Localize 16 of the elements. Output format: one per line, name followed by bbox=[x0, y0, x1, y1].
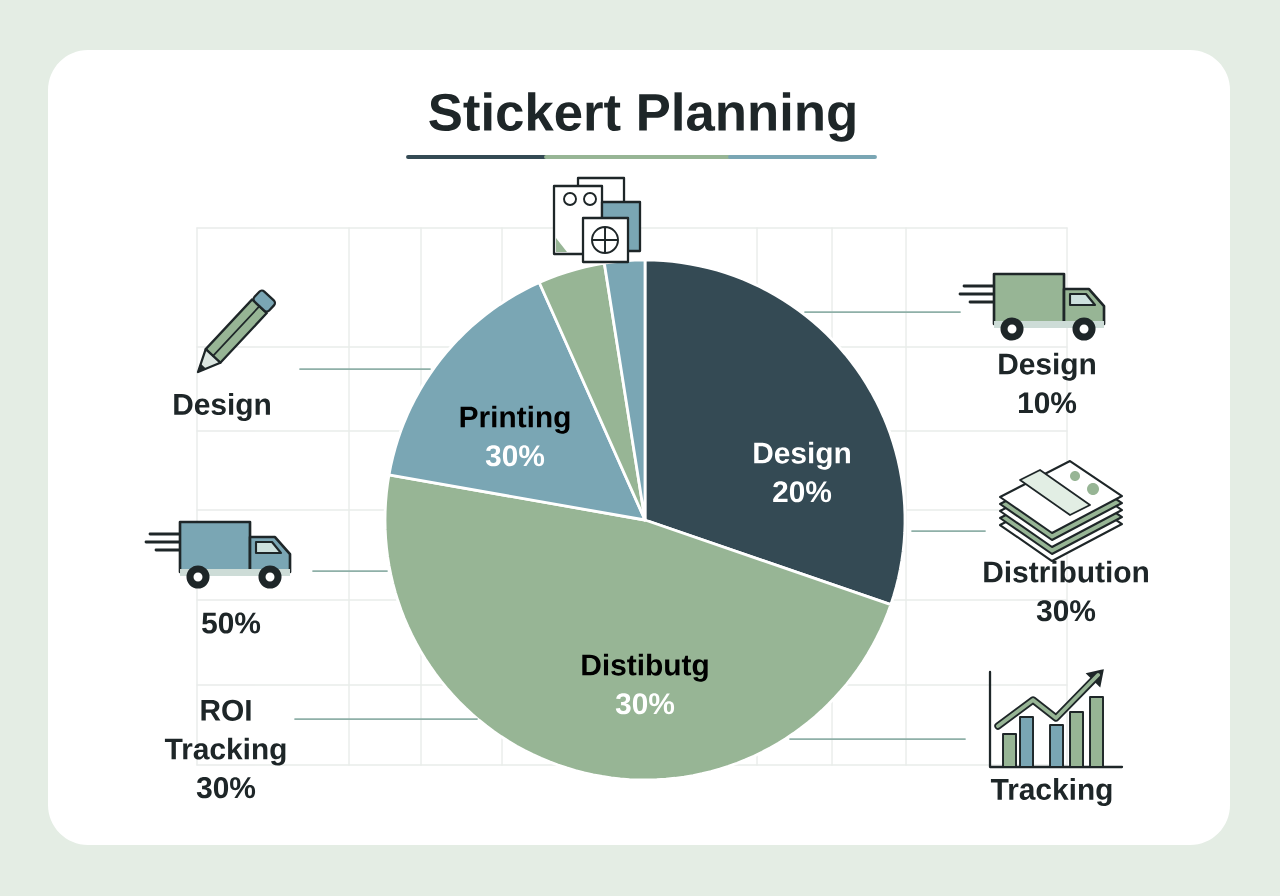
leader-line bbox=[299, 368, 431, 370]
leader-line bbox=[312, 570, 388, 572]
category-label: Design 10% bbox=[999, 352, 1095, 414]
leader-line bbox=[911, 530, 986, 532]
category-label: 50% bbox=[202, 612, 261, 634]
title: Stickert Planning bbox=[429, 92, 855, 142]
pie-slice bbox=[602, 258, 647, 522]
category-label: ROI Tracking 30% bbox=[164, 699, 286, 799]
pie-slice: Design 20% bbox=[643, 258, 907, 607]
leader-line bbox=[294, 718, 478, 720]
pie-slice: Printing 30% bbox=[387, 281, 647, 522]
category-label: Tracking bbox=[990, 778, 1112, 806]
category-label: Design bbox=[174, 393, 270, 421]
leader-line bbox=[789, 738, 966, 740]
leader-line bbox=[804, 311, 961, 313]
category-label: Distribution 30% bbox=[984, 560, 1148, 622]
